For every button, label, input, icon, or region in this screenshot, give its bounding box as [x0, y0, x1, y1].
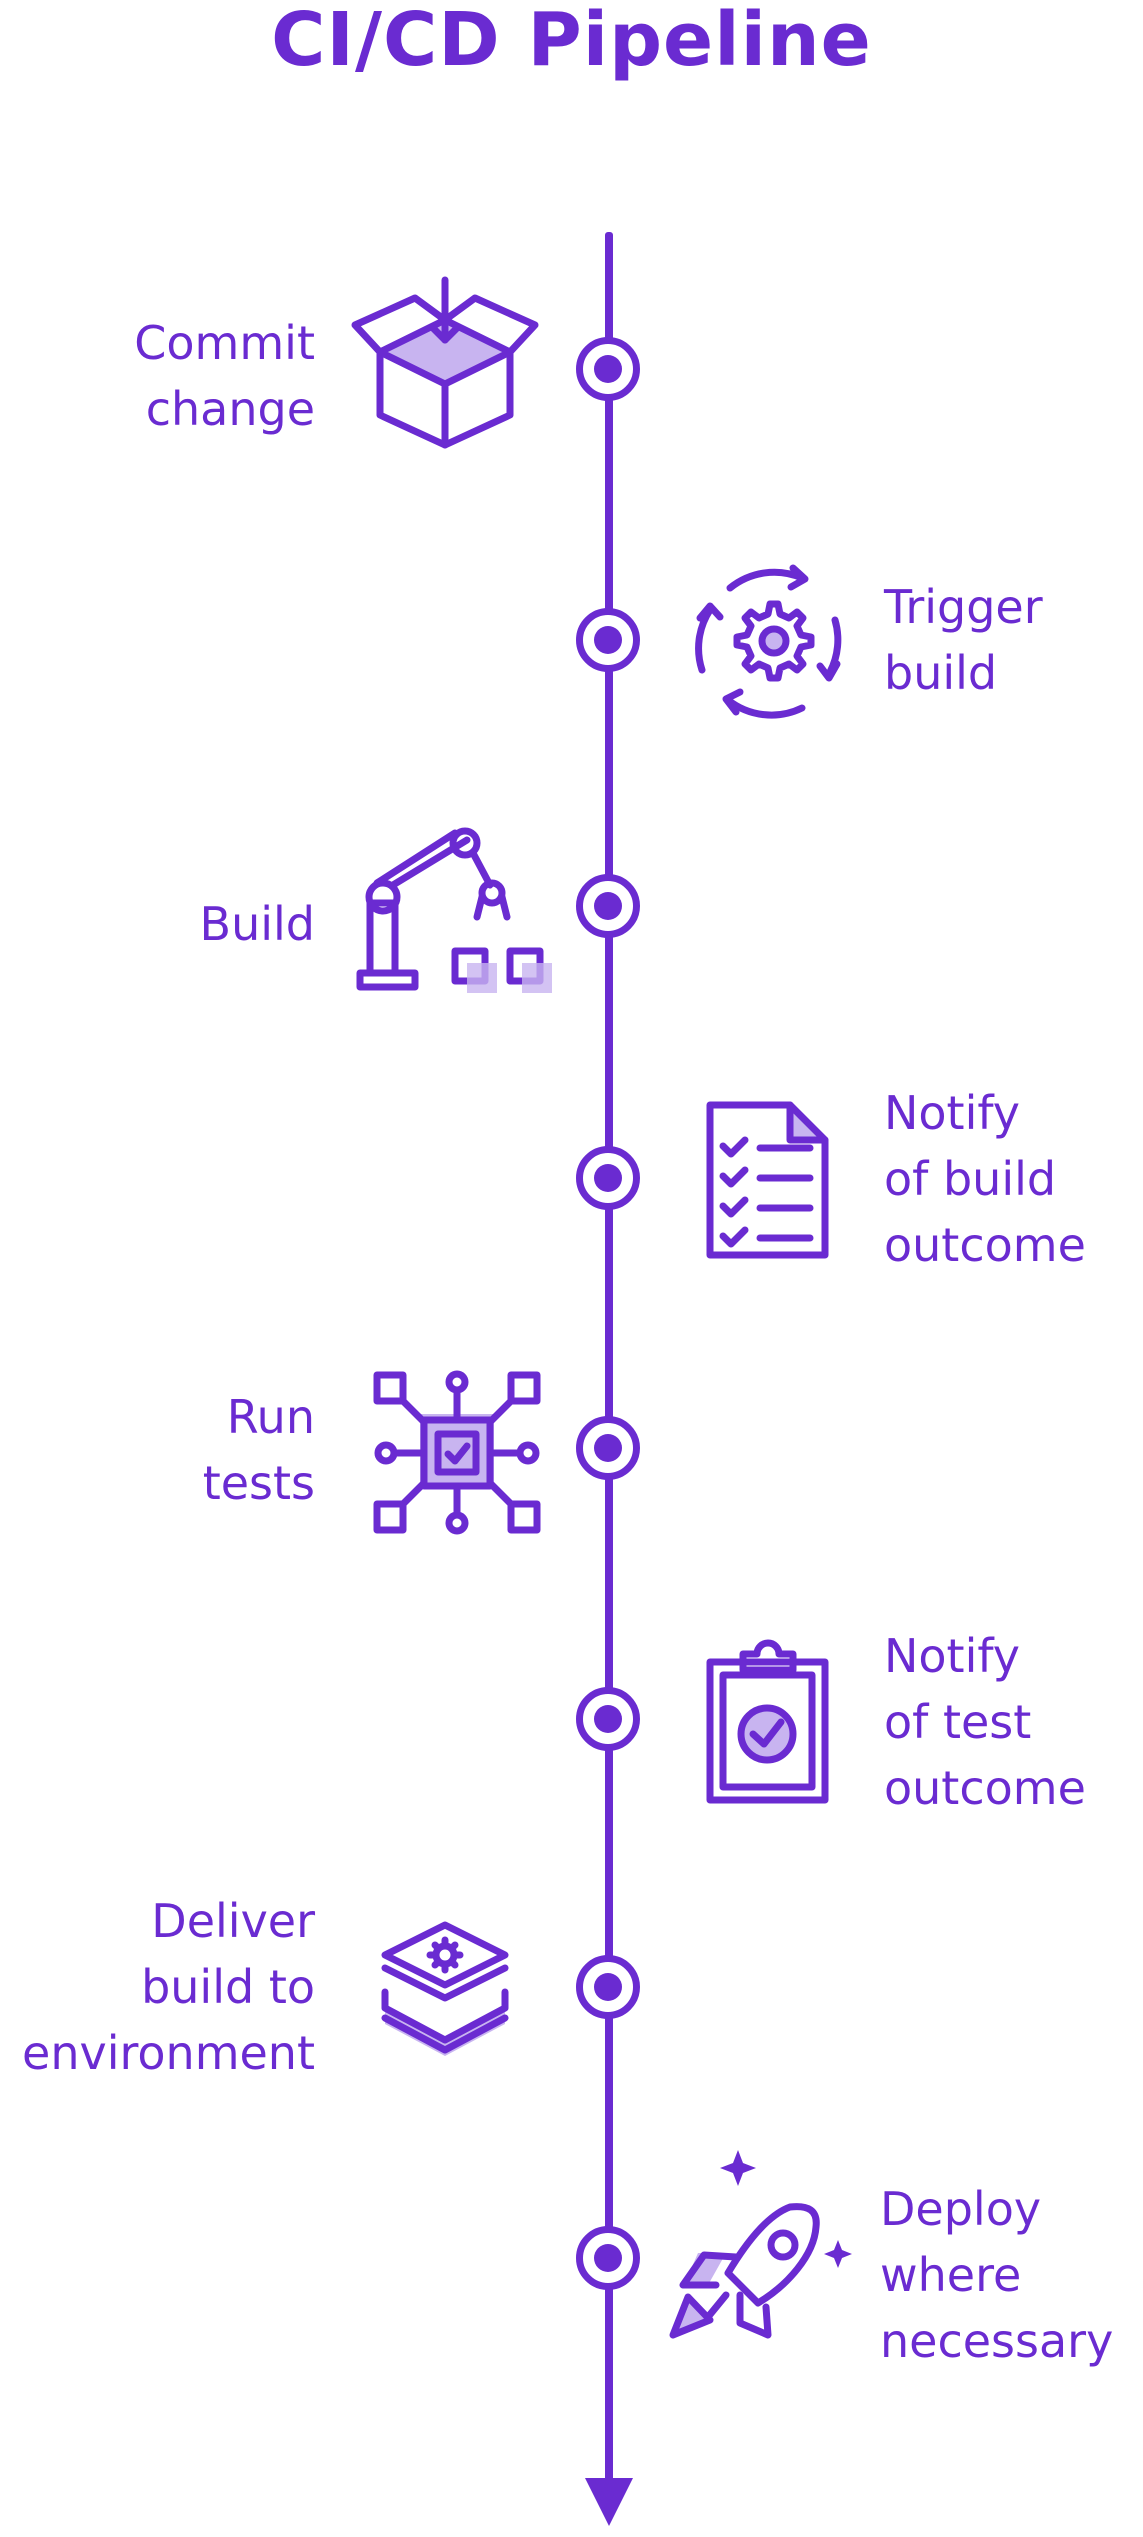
timeline-node-6	[576, 1687, 640, 1751]
timeline-node-4	[576, 1146, 640, 1210]
step-label-notify-build-outcome: Notify of build outcome	[884, 1086, 1086, 1272]
step-label-commit-change: Commit change	[134, 316, 315, 436]
timeline-line	[605, 232, 613, 2482]
step-label-build: Build	[199, 897, 315, 951]
timeline-node-2	[576, 608, 640, 672]
checklist-document-icon	[705, 1100, 835, 1260]
clipboard-check-icon	[705, 1639, 830, 1805]
timeline-node-5	[576, 1416, 640, 1480]
stacked-layers-icon	[375, 1920, 515, 2060]
page-title: CI/CD Pipeline	[271, 0, 872, 83]
timeline-node-1	[576, 337, 640, 401]
step-label-notify-test-outcome: Notify of test outcome	[884, 1629, 1086, 1815]
gear-cycle-icon	[690, 560, 850, 725]
timeline-node-3	[576, 874, 640, 938]
step-label-trigger-build: Trigger build	[884, 580, 1043, 700]
robot-arm-icon	[355, 825, 555, 995]
timeline-arrow	[585, 2478, 633, 2526]
step-label-deploy: Deploy where necessary	[880, 2182, 1114, 2368]
step-label-deliver-build: Deliver build to environment	[22, 1894, 315, 2080]
timeline-node-7	[576, 1955, 640, 2019]
timeline-node-8	[576, 2226, 640, 2290]
step-label-run-tests: Run tests	[202, 1390, 315, 1510]
package-box-icon	[350, 276, 540, 450]
chip-network-icon	[372, 1370, 542, 1535]
rocket-icon	[668, 2145, 858, 2340]
